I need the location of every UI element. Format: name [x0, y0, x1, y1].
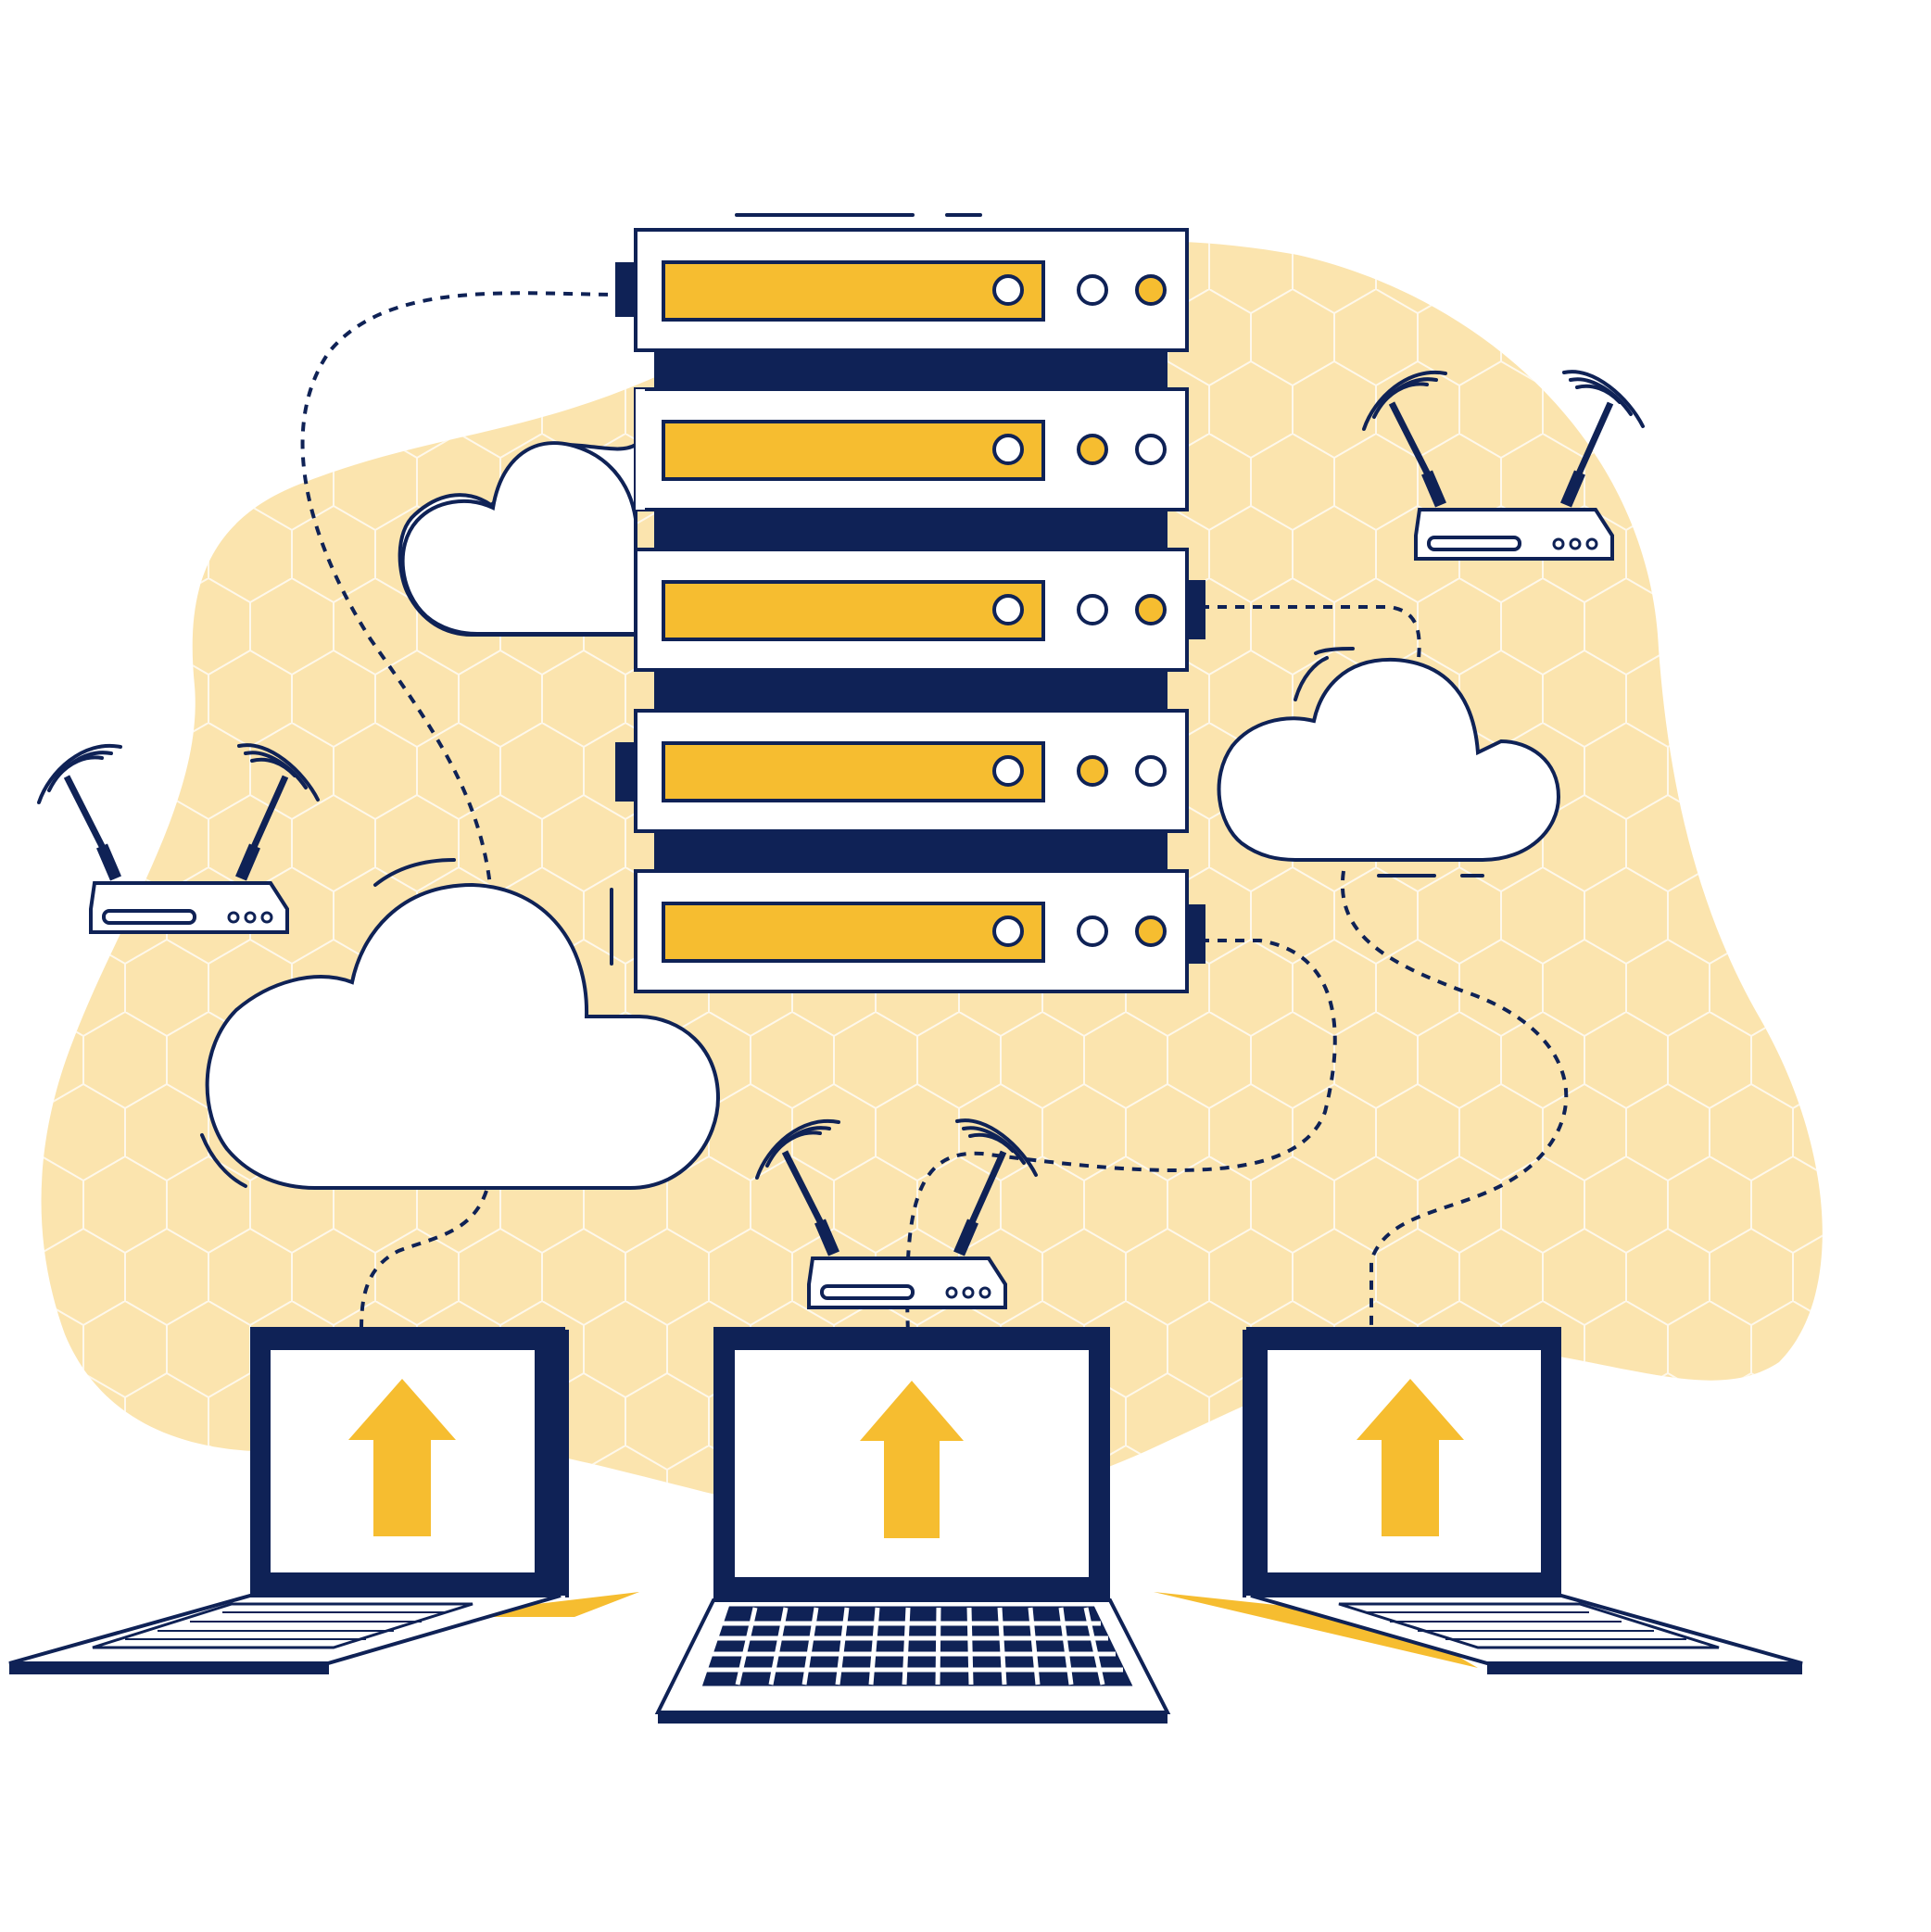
- server-led: [992, 434, 1024, 465]
- router-body: [1414, 508, 1614, 561]
- laptop-icon: [8, 1327, 639, 1674]
- wifi-router-icon: [755, 1118, 1038, 1309]
- server-led: [992, 594, 1024, 625]
- server-unit: [634, 869, 1205, 993]
- server-led: [1135, 915, 1167, 947]
- server-port: [615, 262, 637, 317]
- router-body: [89, 881, 289, 934]
- server-drive-bay: [662, 580, 1045, 641]
- connection-lines: [300, 291, 1569, 1335]
- wifi-router-icon: [1362, 370, 1645, 561]
- connection-line: [1200, 605, 1421, 668]
- cloud-icon: [205, 882, 721, 1190]
- laptop-shadow: [1154, 1592, 1478, 1668]
- server-unit: [634, 387, 1189, 511]
- decorative-dashes: [200, 213, 1484, 1188]
- server-unit: [615, 228, 1189, 352]
- server-port: [1185, 580, 1205, 639]
- server-led: [992, 915, 1024, 947]
- connection-line: [905, 939, 1337, 1335]
- keyboard-keys: [701, 1606, 1133, 1686]
- connection-line: [300, 291, 626, 895]
- server-led: [992, 755, 1024, 787]
- wifi-router-icon: [37, 743, 320, 934]
- server-led: [1135, 274, 1167, 306]
- cloud-icon: [400, 441, 637, 636]
- server-led: [1077, 594, 1108, 625]
- laptop-icon: [1154, 1327, 1803, 1674]
- server-port: [615, 742, 637, 802]
- server-port: [1185, 904, 1205, 964]
- laptop-icon: [654, 1327, 1171, 1724]
- server-led: [992, 274, 1024, 306]
- server-drive-bay: [662, 420, 1045, 481]
- server-led: [1077, 274, 1108, 306]
- server-led: [1135, 434, 1167, 465]
- upload-arrow-icon: [1357, 1379, 1464, 1536]
- connection-line: [360, 1190, 488, 1335]
- server-led: [1077, 434, 1108, 465]
- server-led: [1135, 755, 1167, 787]
- server-led: [1077, 755, 1108, 787]
- server-drive-bay: [662, 260, 1045, 322]
- server-drive-bay: [662, 902, 1045, 963]
- server-unit: [634, 548, 1205, 672]
- server-led: [1135, 594, 1167, 625]
- server-unit: [615, 709, 1189, 833]
- upload-arrow-icon: [860, 1381, 964, 1538]
- server-led: [1077, 915, 1108, 947]
- connection-line: [1340, 870, 1569, 1334]
- router-body: [807, 1256, 1007, 1309]
- upload-arrow-icon: [348, 1379, 456, 1536]
- server-rack-icon: [615, 228, 1205, 993]
- cloud-icon: [1217, 657, 1561, 862]
- server-drive-bay: [662, 741, 1045, 802]
